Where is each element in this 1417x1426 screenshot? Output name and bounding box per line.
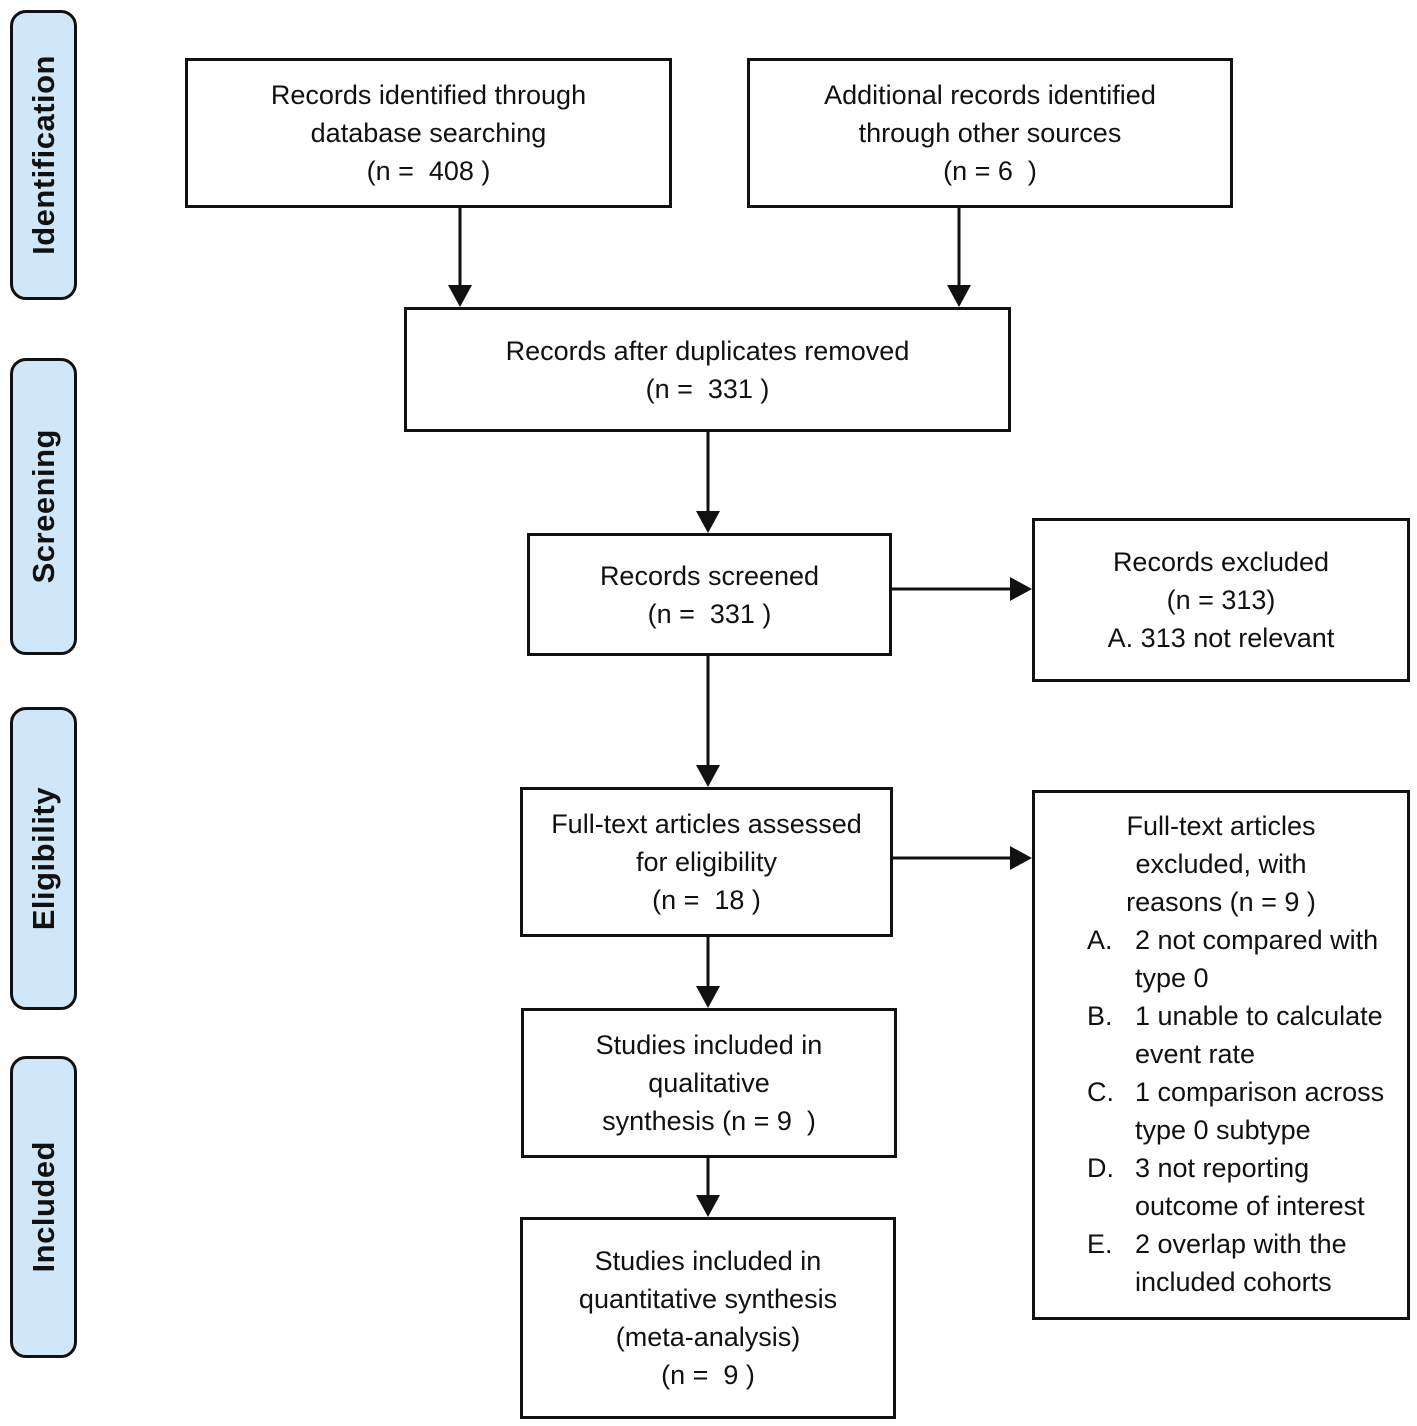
arrow-stem: [706, 432, 710, 513]
box-quantitative-synthesis-text: Studies included in quantitative synthes…: [578, 1246, 838, 1390]
box-fulltext-assessed-text: Full-text articles assessed for eligibil…: [551, 809, 862, 915]
box-records-identified-text: Records identified through database sear…: [270, 80, 587, 186]
arrow-down-icon: [696, 511, 720, 533]
exclusion-reason-b-text: 1 unable to calculate event rate: [1135, 1001, 1383, 1069]
box-qualitative-synthesis-text: Studies included in qualitative synthesi…: [595, 1030, 823, 1136]
exclusion-reason-b: B. 1 unable to calculate event rate: [1045, 997, 1397, 1073]
arrow-stem: [706, 1158, 710, 1197]
arrow-down-icon: [696, 765, 720, 787]
stage-identification: Identification: [10, 10, 77, 300]
box-records-identified: Records identified through database sear…: [185, 58, 672, 208]
arrow-right-icon: [1010, 577, 1032, 601]
exclusion-reason-a-label: A.: [1087, 925, 1113, 955]
arrow-stem: [706, 937, 710, 988]
exclusion-reason-c-text: 1 comparison across type 0 subtype: [1135, 1077, 1385, 1145]
box-records-excluded-text: Records excluded (n = 313) A. 313 not re…: [1107, 547, 1335, 653]
stage-eligibility-label: Eligibility: [25, 786, 61, 931]
arrow-stem: [892, 587, 1012, 591]
box-fulltext-excluded: Full-text articles excluded, with reason…: [1032, 790, 1410, 1320]
arrow-stem: [893, 856, 1012, 860]
exclusion-reason-a: A. 2 not compared with type 0: [1045, 921, 1397, 997]
arrow-stem: [458, 208, 462, 287]
box-fulltext-excluded-heading: Full-text articles excluded, with reason…: [1126, 811, 1316, 917]
arrow-down-icon: [947, 285, 971, 307]
stage-eligibility: Eligibility: [10, 707, 77, 1010]
arrow-down-icon: [696, 986, 720, 1008]
exclusion-reason-b-label: B.: [1087, 1001, 1113, 1031]
box-quantitative-synthesis: Studies included in quantitative synthes…: [520, 1217, 896, 1419]
arrow-additional-to-dedup: [947, 208, 971, 307]
arrow-screened-to-excluded: [892, 577, 1032, 601]
exclusion-reason-e-text: 2 overlap with the included cohorts: [1135, 1229, 1347, 1297]
exclusion-reason-d-text: 3 not reporting outcome of interest: [1135, 1153, 1365, 1221]
stage-screening-label: Screening: [25, 429, 61, 584]
exclusion-reason-e: E. 2 overlap with the included cohorts: [1045, 1225, 1397, 1301]
stage-identification-label: Identification: [25, 55, 61, 255]
arrow-down-icon: [448, 285, 472, 307]
box-duplicates-removed-text: Records after duplicates removed (n = 33…: [505, 335, 910, 404]
stage-screening: Screening: [10, 358, 77, 655]
exclusion-reason-c-label: C.: [1087, 1077, 1114, 1107]
arrow-fulltext-to-qualitative: [696, 937, 720, 1008]
arrow-down-icon: [696, 1195, 720, 1217]
arrow-dedup-to-screened: [696, 432, 720, 533]
exclusion-reason-d: D. 3 not reporting outcome of interest: [1045, 1149, 1397, 1225]
stage-included-label: Included: [25, 1141, 61, 1273]
arrow-right-icon: [1010, 846, 1032, 870]
exclusion-reason-d-label: D.: [1087, 1153, 1114, 1183]
arrow-qualitative-to-quantitative: [696, 1158, 720, 1217]
box-duplicates-removed: Records after duplicates removed (n = 33…: [404, 307, 1011, 432]
box-fulltext-assessed: Full-text articles assessed for eligibil…: [520, 787, 893, 937]
arrow-fulltext-to-excluded: [893, 846, 1032, 870]
box-records-screened-text: Records screened (n = 331 ): [599, 560, 820, 629]
arrow-screened-to-fulltext: [696, 656, 720, 787]
box-records-screened: Records screened (n = 331 ): [527, 533, 892, 656]
exclusion-reason-a-text: 2 not compared with type 0: [1135, 925, 1379, 993]
stage-included: Included: [10, 1056, 77, 1358]
arrow-identified-to-dedup: [448, 208, 472, 307]
arrow-stem: [706, 656, 710, 767]
arrow-stem: [957, 208, 961, 287]
box-records-excluded: Records excluded (n = 313) A. 313 not re…: [1032, 518, 1410, 682]
box-qualitative-synthesis: Studies included in qualitative synthesi…: [521, 1008, 897, 1158]
box-additional-records: Additional records identified through ot…: [747, 58, 1233, 208]
exclusion-reason-c: C. 1 comparison across type 0 subtype: [1045, 1073, 1397, 1149]
exclusion-reason-e-label: E.: [1087, 1229, 1113, 1259]
box-additional-records-text: Additional records identified through ot…: [824, 80, 1156, 186]
